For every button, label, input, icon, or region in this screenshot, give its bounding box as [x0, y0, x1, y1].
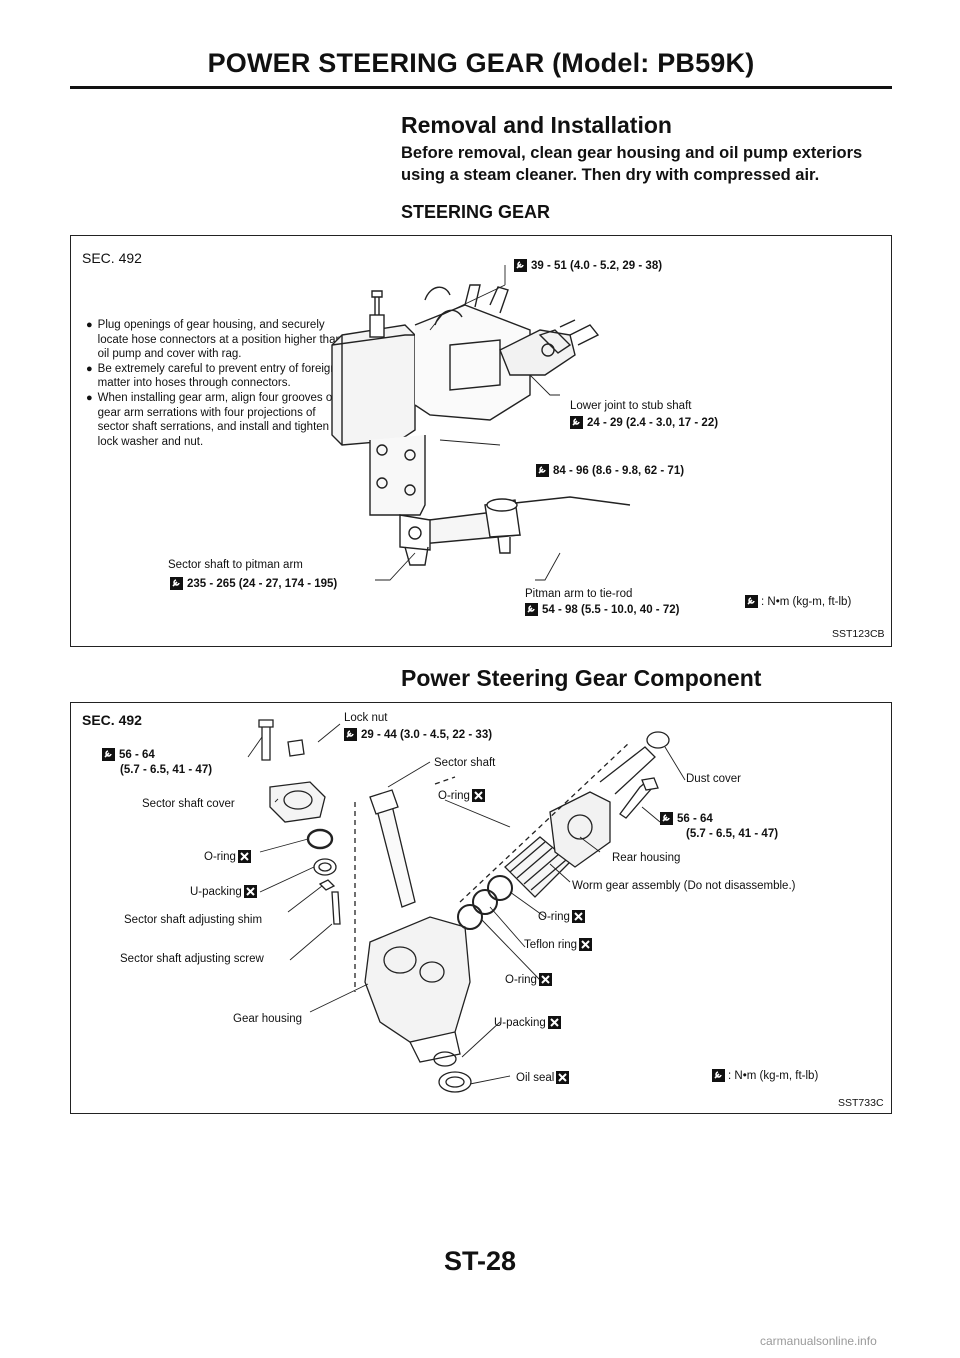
fig2-lock-nut-torque: 29 - 44 (3.0 - 4.5, 22 - 33): [344, 728, 492, 741]
fig1-pitman-torque: 54 - 98 (5.5 - 10.0, 40 - 72): [525, 603, 679, 616]
fig2-oil-seal: Oil seal: [516, 1071, 570, 1084]
fig1-id: SST123CB: [832, 628, 885, 640]
fig1-torque-mid: 84 - 96 (8.6 - 9.8, 62 - 71): [536, 464, 684, 477]
torque-wrench-icon: [660, 812, 673, 825]
torque-wrench-icon: [745, 595, 758, 608]
fig2-lock-nut-label: Lock nut: [344, 712, 388, 724]
replace-part-icon: [579, 938, 593, 951]
page-header-title: POWER STEERING GEAR (Model: PB59K): [207, 48, 755, 78]
steering-gear-illustration: [331, 265, 631, 581]
fig2-sector-shaft-label: Sector shaft: [434, 757, 496, 769]
torque-wrench-icon: [344, 728, 357, 741]
fig2-rear-housing-label: Rear housing: [612, 852, 681, 864]
fig1-note-2: ● Be extremely careful to prevent entry …: [86, 362, 337, 390]
fig2-adj-shim-label: Sector shaft adjusting shim: [124, 914, 263, 926]
fig1-sector-label: Sector shaft to pitman arm: [168, 559, 303, 571]
fig2-bolt-torque: 56 - 64: [102, 748, 155, 761]
bullet-icon: ●: [86, 319, 93, 331]
torque-wrench-icon: [570, 416, 583, 429]
torque-wrench-icon: [712, 1069, 725, 1082]
bullet-icon: ●: [86, 391, 93, 404]
fig2-rear-housing-torque: 56 - 64: [660, 812, 713, 825]
fig1-legend: : N•m (kg-m, ft-lb): [745, 595, 851, 608]
fig2-gear-housing-label: Gear housing: [233, 1013, 303, 1025]
header-rule: [70, 86, 892, 89]
torque-wrench-icon: [536, 464, 549, 477]
torque-wrench-icon: [525, 603, 538, 616]
replace-part-icon: [538, 973, 552, 986]
subheading-steering-gear: STEERING GEAR: [401, 202, 551, 222]
fig2-rear-housing-torque-sub: (5.7 - 6.5, 41 - 47): [686, 828, 779, 840]
fig2-teflon-ring: Teflon ring: [524, 938, 593, 951]
fig2-o-ring-lower: O-ring: [505, 973, 552, 986]
fig2-adj-screw-label: Sector shaft adjusting screw: [120, 953, 264, 965]
replace-part-icon: [571, 910, 585, 923]
fig2-bolt-torque-sub: (5.7 - 6.5, 41 - 47): [120, 764, 213, 776]
figure-steering-gear: [70, 235, 892, 647]
fig1-lower-joint-label: Lower joint to stub shaft: [570, 400, 692, 412]
fig2-sector-shaft-cover-label: Sector shaft cover: [142, 798, 235, 810]
fig2-dust-cover-label: Dust cover: [686, 773, 741, 785]
torque-wrench-icon: [514, 259, 527, 272]
page-number: ST-28: [443, 1246, 517, 1276]
replace-part-icon: [556, 1071, 570, 1084]
fig2-sec-label: SEC. 492: [82, 712, 142, 728]
removal-intro: Before removal, clean gear housing and o…: [401, 144, 863, 184]
fig1-pitman-label: Pitman arm to tie-rod: [525, 588, 633, 600]
section-title-removal: Removal and Installation: [401, 112, 672, 138]
torque-wrench-icon: [102, 748, 115, 761]
fig2-u-packing-right: U-packing: [494, 1016, 561, 1029]
fig2-worm-gear-label: Worm gear assembly (Do not disassemble.): [572, 880, 796, 892]
fig2-legend: : N•m (kg-m, ft-lb): [712, 1069, 818, 1082]
fig2-o-ring-left: O-ring: [204, 850, 251, 863]
replace-part-icon: [471, 789, 485, 802]
fig2-id: SST733C: [838, 1097, 884, 1109]
fig1-torque-top: 39 - 51 (4.0 - 5.2, 29 - 38): [514, 259, 662, 272]
fig2-o-ring-upper: O-ring: [438, 789, 485, 802]
fig1-sec-label: SEC. 492: [82, 250, 142, 266]
fig2-u-packing-left: U-packing: [190, 885, 257, 898]
fig2-o-ring-mid: O-ring: [538, 910, 585, 923]
fig1-note-3: ● When installing gear arm, align four g…: [86, 391, 336, 448]
replace-part-icon: [547, 1016, 561, 1029]
figure-gear-component: [70, 702, 892, 1114]
replace-part-icon: [243, 885, 257, 898]
fig1-lower-joint-torque: 24 - 29 (2.4 - 3.0, 17 - 22): [570, 416, 718, 429]
watermark: carmanualsonline.info: [760, 1334, 877, 1348]
fig1-notes: ● Plug openings of gear housing, and sec…: [86, 318, 346, 449]
fig1-sector-torque: 235 - 265 (24 - 27, 174 - 195): [170, 577, 337, 590]
section-title-component: Power Steering Gear Component: [401, 665, 762, 691]
fig1-note-1: ● Plug openings of gear housing, and sec…: [86, 319, 342, 361]
bullet-icon: ●: [86, 362, 93, 375]
torque-wrench-icon: [170, 577, 183, 590]
gear-component-exploded-illustration: [247, 719, 686, 1093]
replace-part-icon: [237, 850, 251, 863]
